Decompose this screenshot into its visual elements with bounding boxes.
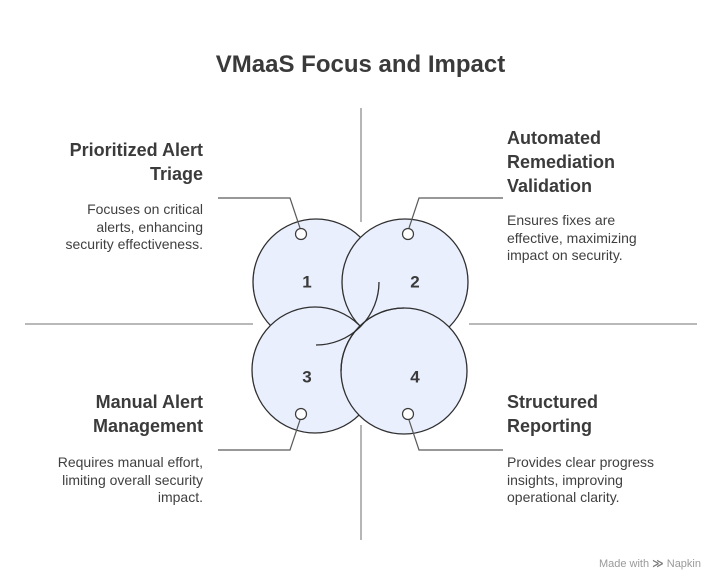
number-3: 3: [302, 367, 311, 386]
quadrant-1-description: Focuses on critical alerts, enhancing se…: [65, 201, 203, 252]
leader-line-3: [218, 419, 301, 451]
number-4: 4: [410, 367, 420, 386]
anchor-dot-2: [401, 227, 415, 241]
leader-line-1: [218, 197, 301, 229]
diagram-title: VMaaS Focus and Impact: [215, 51, 506, 78]
quadrant-4-description: Provides clear progress insights, improv…: [507, 454, 655, 505]
anchor-dot-4: [401, 407, 415, 421]
number-2: 2: [410, 272, 419, 291]
leader-line-4: [408, 419, 503, 451]
made-with-label: Made with: [598, 558, 650, 570]
quadrant-3-heading: Manual Alert Management: [92, 392, 203, 436]
circle-4-overlap-outline: [340, 307, 405, 372]
napkin-logo-icon: ≫: [652, 558, 664, 570]
leader-line-2: [408, 197, 503, 229]
anchor-dot-3: [294, 407, 308, 421]
quadrant-2-description: Ensures fixes are effective, maximizing …: [507, 212, 637, 263]
napkin-brand: Napkin: [666, 558, 701, 570]
quadrant-2-heading: Automated Remediation Validation: [507, 128, 616, 196]
quadrant-3-description: Requires manual effort, limiting overall…: [57, 454, 203, 505]
quadrant-1-heading: Prioritized Alert Triage: [69, 140, 203, 184]
made-with-footer[interactable]: Made with ≫ Napkin: [599, 557, 701, 570]
circle-1-overlap-outline: [315, 281, 380, 346]
anchor-dot-1: [294, 227, 308, 241]
number-1: 1: [302, 272, 311, 291]
quadrant-4-heading: Structured Reporting: [507, 392, 599, 436]
